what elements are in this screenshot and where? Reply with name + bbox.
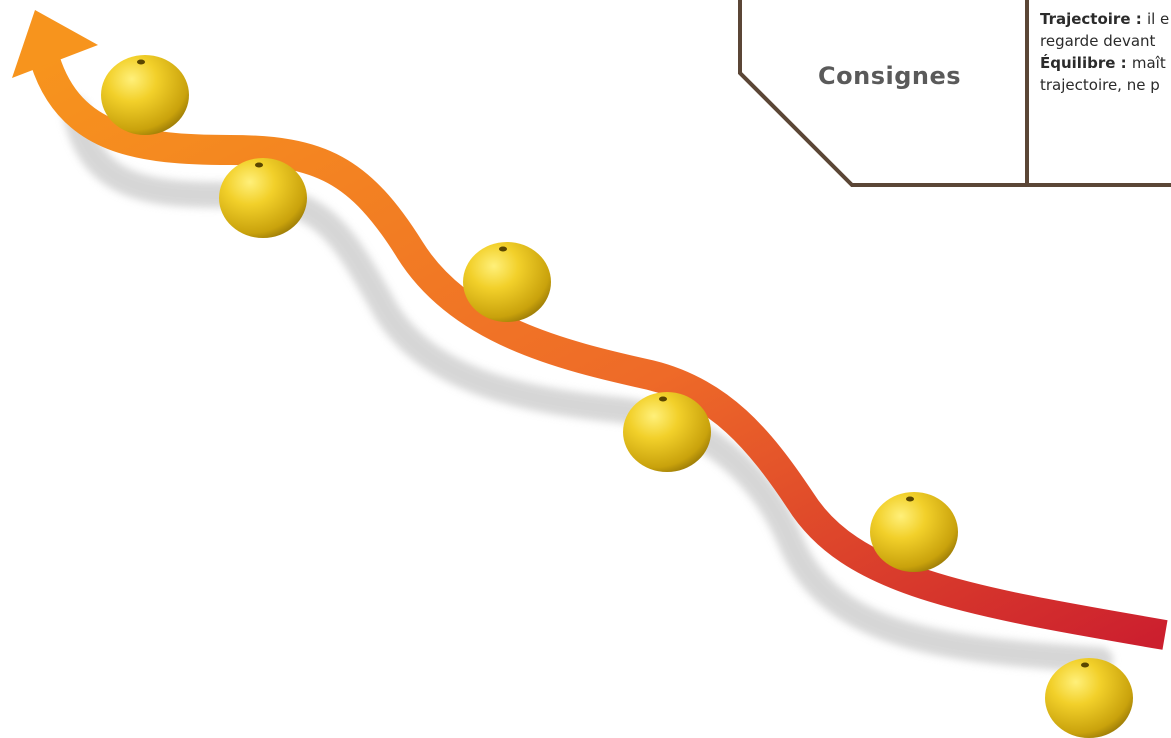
consignes-line: Équilibre : maît xyxy=(1040,54,1166,72)
arrow-head-icon xyxy=(12,10,98,78)
consignes-line: regarde devant xyxy=(1040,32,1156,50)
consignes-line: trajectoire, ne p xyxy=(1040,76,1160,94)
dome-icon xyxy=(870,492,958,572)
dome-icon xyxy=(1045,658,1133,738)
dome-icon xyxy=(623,392,711,472)
consignes-line: Trajectoire : il e xyxy=(1040,10,1170,28)
dome-icon xyxy=(463,242,551,322)
consignes-title: Consignes xyxy=(818,62,962,90)
consignes-text: Trajectoire : il e regarde devant Équili… xyxy=(1040,8,1171,96)
trajectory-arrow xyxy=(30,55,1168,650)
dome-icon xyxy=(219,158,307,238)
consignes-frame xyxy=(738,0,1171,187)
dome-icon xyxy=(101,55,189,135)
